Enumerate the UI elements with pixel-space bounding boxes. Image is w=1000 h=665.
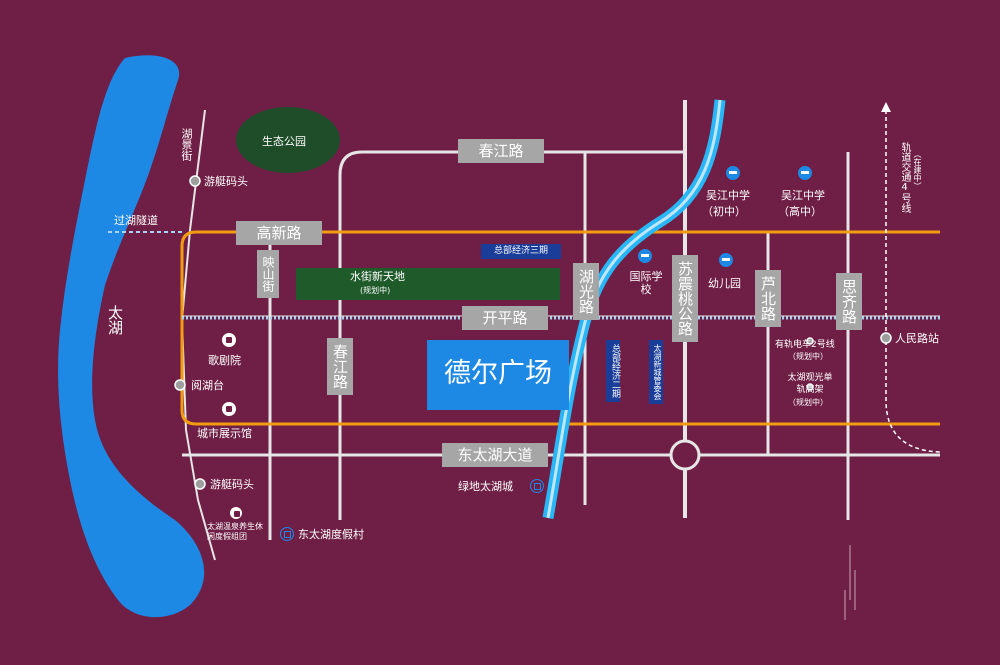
opera-icon [222, 333, 236, 347]
label-monorail-note: （规划中） [788, 398, 828, 407]
label-kindergarten: 幼儿园 [708, 277, 741, 290]
road-label-siqi: 思齐路 [836, 273, 862, 330]
label-renmin-station: 人民路站 [895, 332, 939, 345]
label-monorail: 太湖观光单轨高架 [787, 373, 833, 395]
road-label-gaoxin: 高新路 [236, 221, 322, 245]
greenland-icon [530, 479, 544, 493]
label-tram-note: （规划中） [788, 352, 828, 361]
label-pier-top: 游艇码头 [204, 175, 248, 188]
label-exhibition: 城市展示馆 [197, 427, 252, 440]
main-roads [180, 230, 940, 426]
road-label-yingshan: 映山街 [257, 250, 279, 298]
wujiang-jr-icon [726, 166, 740, 180]
label-water-street: 水街新天地 [350, 270, 405, 283]
label-metro: 轨道交通4号线 [899, 142, 910, 213]
committee-box: 太湖新城管委会 [649, 340, 663, 404]
label-intl-school: 国际学校 [629, 270, 663, 296]
intl-school-icon [638, 249, 652, 263]
label-wujiang-sr-sub: （高中） [778, 205, 822, 218]
project-title: 德尔广场 [444, 358, 552, 389]
metro-arrow-icon [881, 102, 891, 112]
road-label-dongtaihu: 东太湖大道 [442, 443, 548, 467]
label-wujiang-jr-sub: （初中） [702, 205, 746, 218]
road-label-chunjiang-h: 春江路 [458, 139, 544, 163]
label-opera: 歌剧院 [208, 354, 241, 367]
exhibition-icon [222, 402, 236, 416]
label-taihu: 太湖 [106, 305, 124, 335]
label-resort: 东太湖度假村 [298, 528, 364, 541]
label-hujing: 湖景街 [180, 128, 193, 161]
hq3-box: 总部经济三期 [481, 244, 561, 259]
eco-park-shape [236, 107, 340, 173]
hq2-box: 总部经济二期 [606, 340, 620, 402]
resort-icon [280, 527, 294, 541]
label-tram: 有轨电车2号线 [775, 340, 835, 350]
road-label-huguang: 湖光路 [573, 263, 599, 320]
wujiang-sr-icon [798, 166, 812, 180]
label-water-street-note: (规划中) [360, 286, 391, 295]
label-greenland: 绿地太湖城 [458, 480, 513, 493]
road-label-kaiping: 开平路 [462, 306, 548, 330]
label-eco-park: 生态公园 [262, 135, 306, 148]
label-wujiang-sr: 吴江中学 [781, 189, 825, 202]
water-street-box [296, 268, 560, 300]
decor-marks [844, 545, 856, 620]
project-box [427, 340, 569, 410]
road-label-chunjiang-v: 春江路 [327, 338, 353, 395]
station-dots [174, 175, 892, 490]
kindergarten-icon [719, 253, 733, 267]
taihu-lake [58, 55, 205, 618]
label-hot-spring: 太湖温泉养生休闲度假组团 [207, 522, 263, 541]
label-tunnel: 过湖隧道 [114, 214, 158, 227]
road-label-lubei: 芦北路 [755, 270, 781, 327]
label-wujiang-jr: 吴江中学 [706, 189, 750, 202]
hujing-street [180, 109, 216, 561]
label-pier-bottom: 游艇码头 [210, 478, 254, 491]
hot-spring-icon [230, 507, 242, 519]
label-yuehu: 阅湖台 [191, 379, 224, 392]
roundabout [669, 439, 701, 471]
road-label-suzhentao: 苏震桃公路 [672, 255, 698, 342]
label-metro-note: （在建中） [913, 150, 922, 190]
